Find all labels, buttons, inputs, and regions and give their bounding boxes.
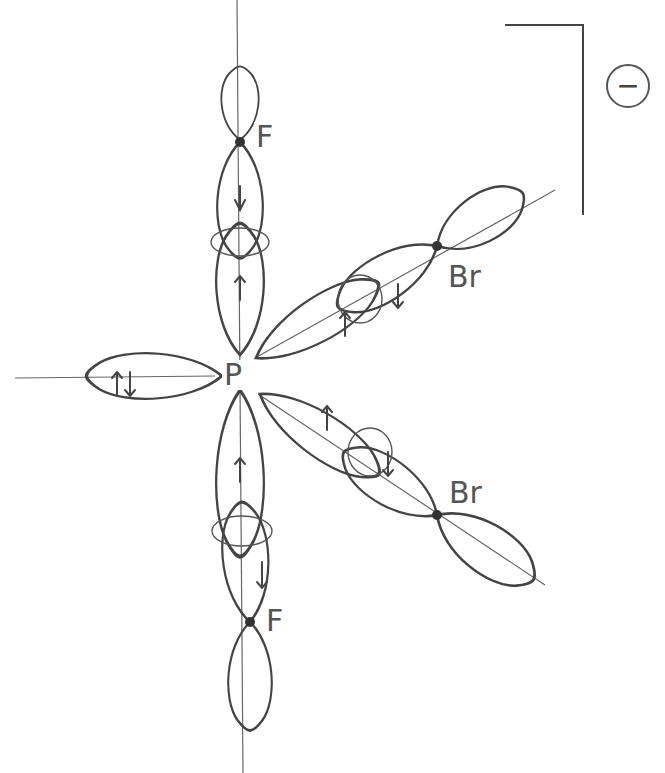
orbital-lobe	[86, 353, 222, 399]
spin-down-arrow	[393, 284, 403, 308]
spin-down-arrow	[125, 372, 135, 396]
spin-up-arrow	[322, 406, 332, 430]
spin-down-arrow	[383, 452, 393, 476]
spin-up-arrow	[112, 372, 122, 396]
nucleus-dot	[245, 617, 255, 627]
overlap-rings	[211, 228, 392, 546]
atom-label: F	[264, 606, 285, 636]
atom-label: Br	[447, 478, 484, 508]
overlap-ring	[348, 428, 392, 476]
spin-down-arrow	[235, 186, 245, 210]
nucleus-dot	[432, 241, 442, 251]
spin-arrows	[112, 186, 403, 588]
atom-label: F	[254, 122, 275, 152]
nucleus-dots	[235, 137, 442, 627]
central-atom-label: P	[222, 360, 244, 390]
orbital-lobe	[216, 223, 264, 355]
orbital-lobes	[86, 66, 547, 730]
spin-up-arrow	[235, 458, 245, 482]
axis-lines	[15, 0, 555, 773]
charge-circle: −	[606, 64, 650, 108]
orbital-lobe	[425, 173, 536, 266]
charge-bracket	[505, 25, 583, 215]
spin-down-arrow	[257, 562, 267, 588]
spin-up-arrow	[340, 312, 350, 336]
charge-sign: −	[616, 72, 639, 100]
nucleus-dot	[235, 137, 245, 147]
orbital-lobe	[423, 494, 547, 600]
atom-label: Br	[446, 262, 483, 292]
nucleus-dot	[432, 510, 442, 520]
overlap-ring	[212, 516, 272, 546]
spin-up-arrow	[235, 276, 245, 300]
overlap-ring	[211, 228, 269, 256]
orbital-lobe	[228, 622, 272, 731]
